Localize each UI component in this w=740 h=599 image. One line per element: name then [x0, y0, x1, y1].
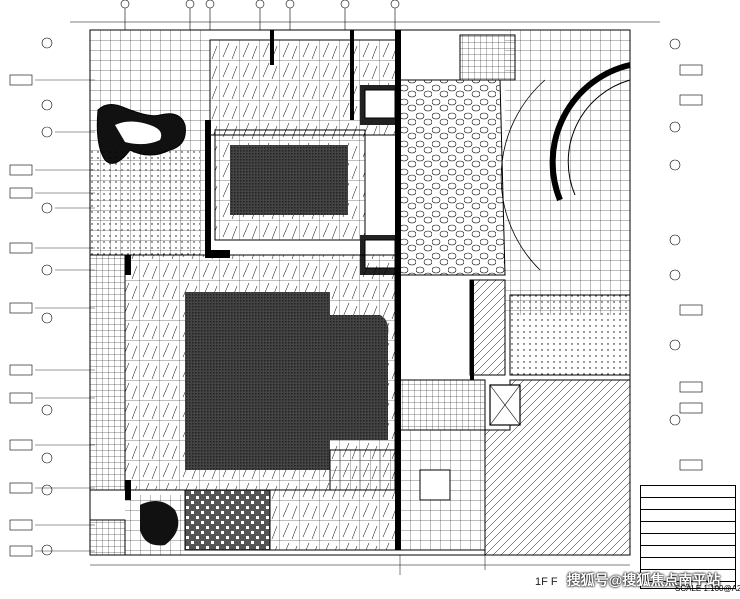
drawing-footer: 1F F 搜狐号@搜狐焦点南平站 SCALE 1:100@A2: [535, 570, 740, 593]
structural-walls: [125, 30, 474, 550]
dark-area-main: [185, 292, 389, 470]
round-plaza: [549, 62, 631, 202]
footer-floor-label: 1F F: [535, 576, 558, 588]
grid-axes: [70, 0, 660, 30]
right-callouts: [669, 38, 703, 471]
title-block: [640, 485, 736, 589]
dark-area-upper: [230, 145, 348, 215]
scale-label: SCALE 1:100@A2: [675, 584, 740, 593]
watermark-text: 搜狐号@搜狐焦点南平站: [566, 572, 721, 588]
left-callouts: [9, 37, 53, 557]
